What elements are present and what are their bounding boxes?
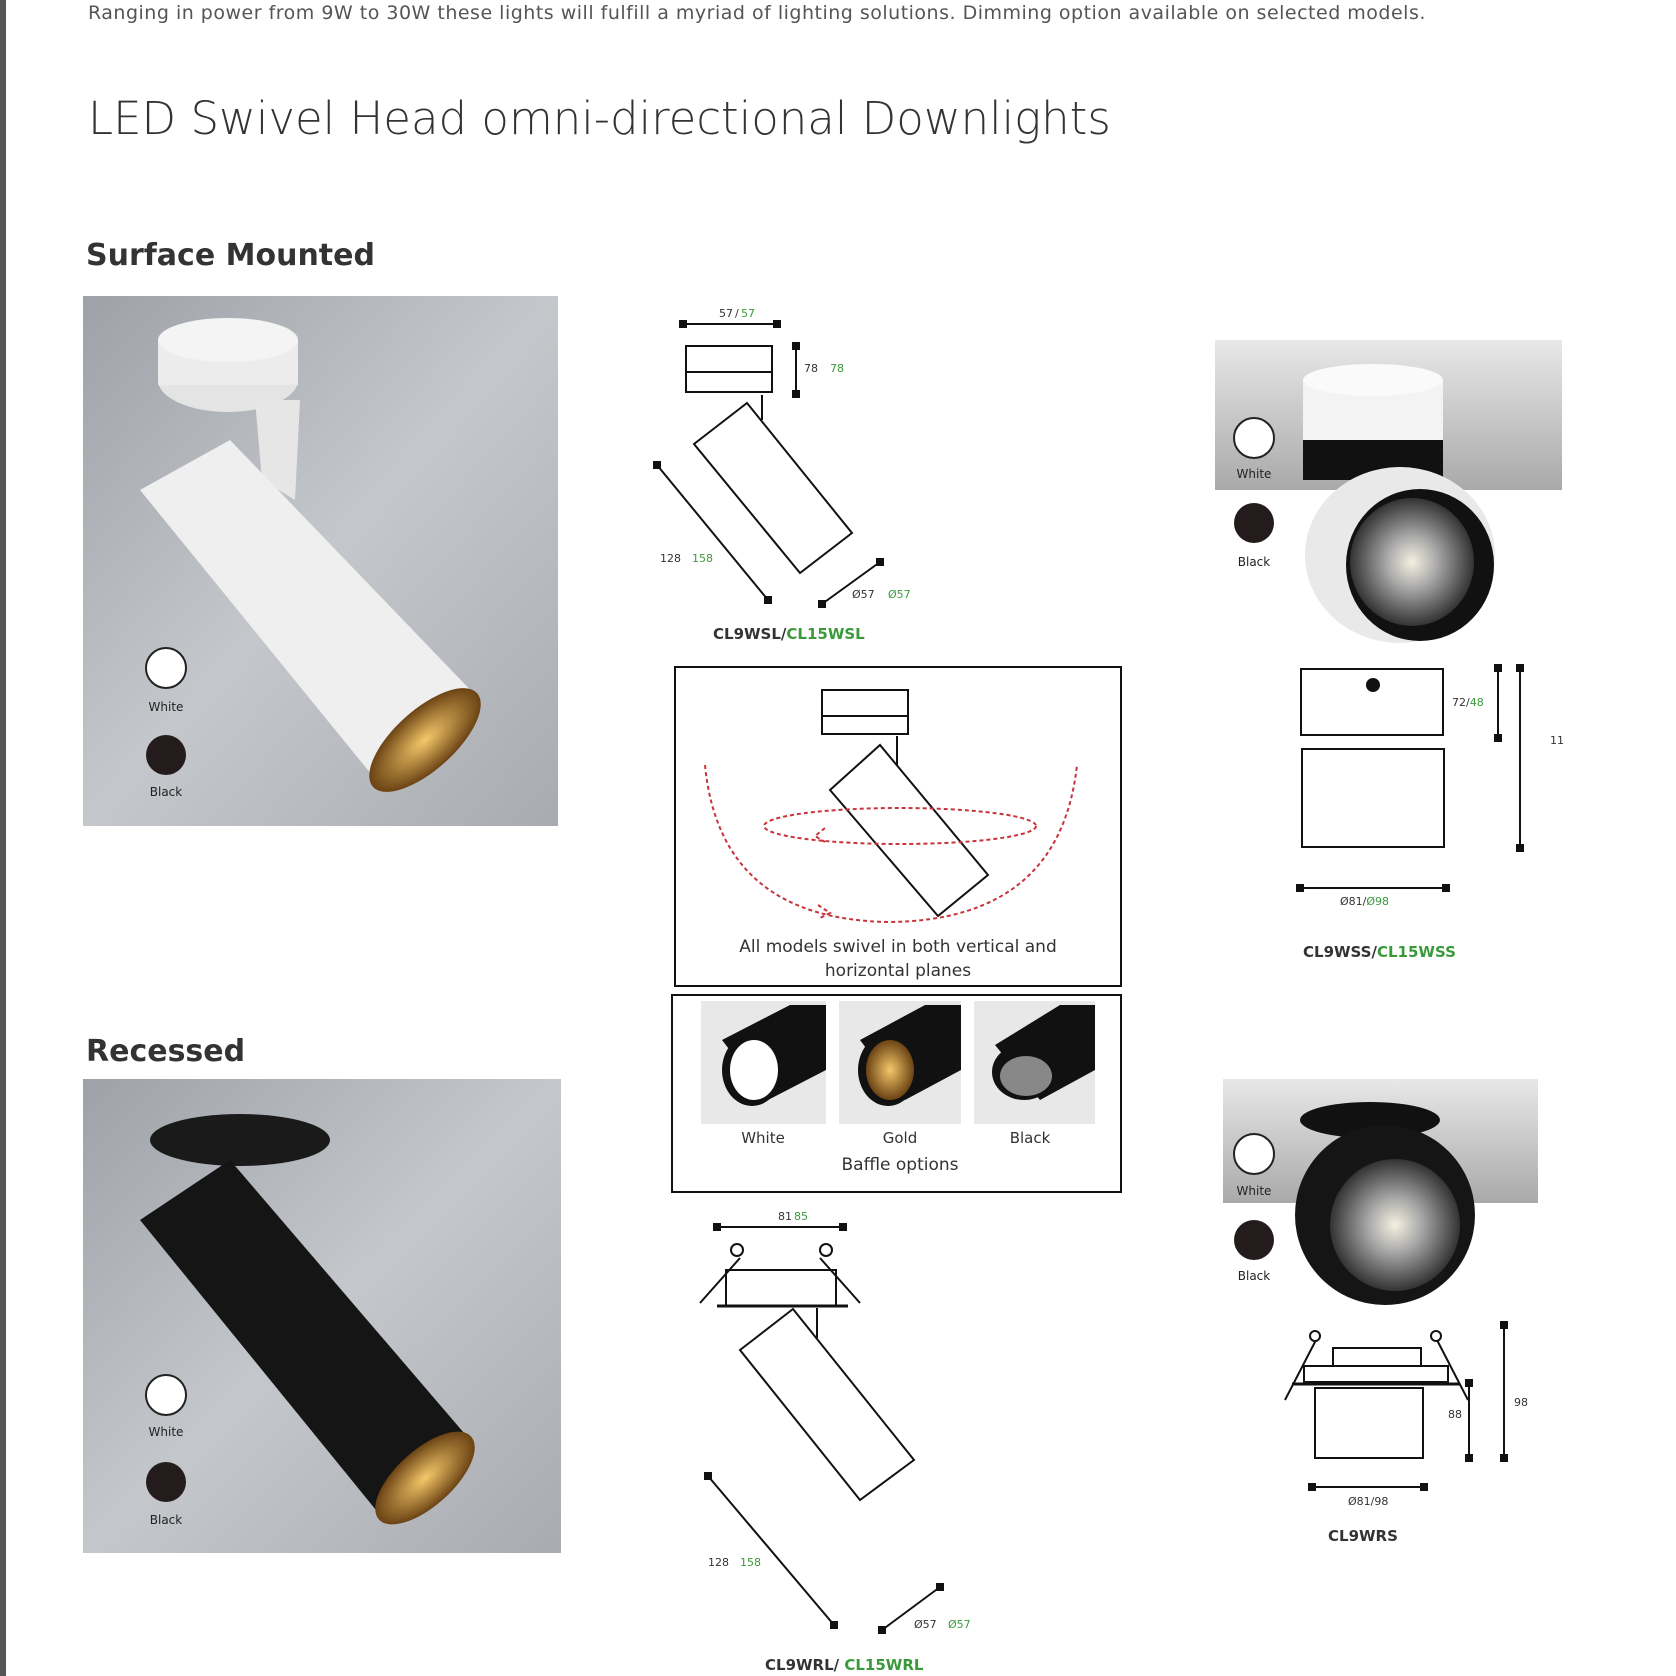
dim-diameter: Ø81/Ø98 [1340, 895, 1389, 908]
dim-width: 57 [719, 307, 733, 320]
dim-height-alt: 78 [830, 362, 844, 375]
dim-length-alt: 158 [740, 1556, 761, 1569]
section-heading-recessed: Recessed [86, 1034, 246, 1069]
model-code: CL9WRS [1328, 1527, 1398, 1545]
baffle-gold-label: Gold [883, 1129, 918, 1147]
dim-diameter-alt: Ø57 [948, 1618, 971, 1631]
white-swatch-label: White [149, 1425, 184, 1439]
dim-slash: / [735, 307, 739, 320]
white-swatch-label: White [1237, 1184, 1272, 1198]
dim-length: 128 [660, 552, 681, 565]
baffle-black-image [974, 1001, 1095, 1124]
dim-total-height: 11 [1550, 734, 1564, 747]
page-title: LED Swivel Head omni-directional Downlig… [88, 92, 1111, 145]
black-swatch-label: Black [150, 785, 183, 799]
baffle-caption: Baffle options [842, 1155, 959, 1175]
dim-diameter: Ø57 [914, 1618, 937, 1631]
surface-long-drawing [653, 320, 884, 608]
black-swatch-label: Black [1238, 1269, 1271, 1283]
white-swatch-label: White [1237, 467, 1272, 481]
model-code: CL9WRL/ CL15WRL [765, 1656, 924, 1674]
black-swatch [146, 1462, 186, 1502]
recessed-short-drawing [1284, 1321, 1508, 1491]
surface-short-photo [1215, 340, 1562, 643]
swivel-arrows [704, 764, 1078, 924]
baffle-white-label: White [741, 1129, 785, 1147]
black-swatch [146, 735, 186, 775]
dim-length: 128 [708, 1556, 729, 1569]
intro-text: Ranging in power from 9W to 30W these li… [88, 2, 1426, 24]
dim-diameter-alt: Ø57 [888, 588, 911, 601]
dim-height: 78 [804, 362, 818, 375]
dim-diameter: Ø81/98 [1348, 1495, 1388, 1508]
page-edge-bar [0, 0, 6, 1676]
dim-height: 72/48 [1452, 696, 1484, 709]
swivel-text-1: All models swivel in both vertical and [739, 937, 1057, 957]
dim-width-alt: 85 [794, 1210, 808, 1223]
swivel-text-2: horizontal planes [825, 961, 971, 981]
dim-height: 88 [1448, 1408, 1462, 1421]
dim-diameter: Ø57 [852, 588, 875, 601]
dim-width: 81 [778, 1210, 792, 1223]
model-code: CL9WSS/CL15WSS [1303, 943, 1456, 961]
baffle-white-image [701, 1001, 826, 1124]
swivel-drawing [821, 689, 990, 918]
baffle-gold-image [839, 1001, 961, 1124]
white-swatch [1233, 1133, 1275, 1175]
surface-short-drawing [1296, 664, 1524, 892]
white-swatch [145, 1374, 187, 1416]
white-swatch [1233, 417, 1275, 459]
black-swatch-label: Black [1238, 555, 1271, 569]
dim-width-alt: 57 [741, 307, 755, 320]
section-heading-surface: Surface Mounted [86, 238, 375, 273]
baffle-black-label: Black [1010, 1129, 1051, 1147]
recessed-long-drawing [699, 1223, 944, 1634]
recessed-short-photo [1223, 1079, 1538, 1305]
black-swatch [1234, 503, 1274, 543]
dim-total-height: 98 [1514, 1396, 1528, 1409]
dim-length-alt: 158 [692, 552, 713, 565]
white-swatch [145, 647, 187, 689]
black-swatch [1234, 1220, 1274, 1260]
model-code: CL9WSL/CL15WSL [713, 625, 865, 643]
white-swatch-label: White [149, 700, 184, 714]
black-swatch-label: Black [150, 1513, 183, 1527]
